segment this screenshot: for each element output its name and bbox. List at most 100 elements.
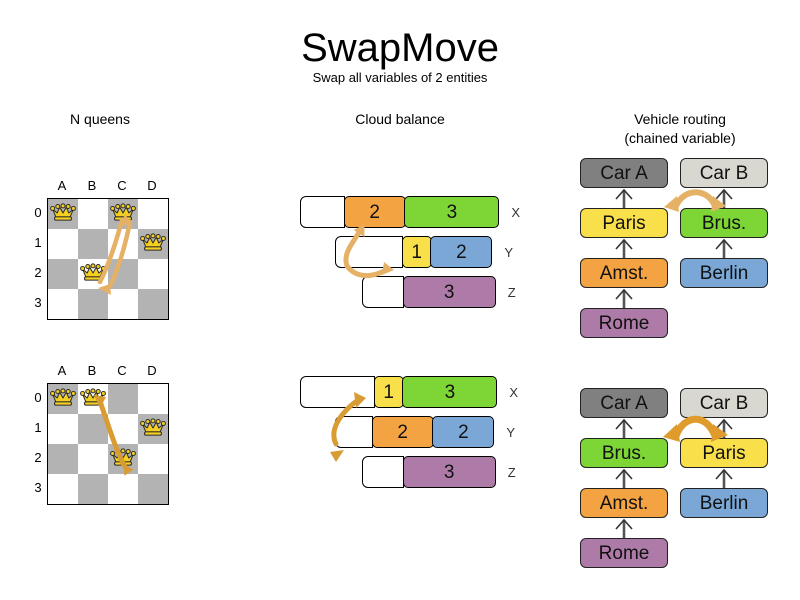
queen-icon (80, 263, 106, 281)
vehicle-chain-a: Car A Brus. Amst. Rome (580, 388, 668, 568)
vehicle-node-car-a[interactable]: Car A (580, 158, 668, 188)
chain-link (580, 188, 668, 208)
board-cell-B2[interactable] (78, 444, 108, 474)
board-cell-D2[interactable] (138, 444, 168, 474)
board-cell-B3[interactable] (78, 289, 108, 319)
chain-arrow-icon (615, 468, 633, 488)
board-cell-A0[interactable] (48, 384, 78, 414)
cloud-process-3[interactable]: 3 (402, 456, 496, 488)
chain-arrow-icon (615, 238, 633, 258)
board-cell-A2[interactable] (48, 259, 78, 289)
queen-icon (110, 203, 136, 221)
file-label-d: D (147, 178, 157, 193)
cloud-process-3[interactable]: 3 (404, 196, 500, 228)
cloud-capacity-free (300, 196, 345, 228)
chain-arrow-icon (615, 188, 633, 208)
board-row (48, 259, 168, 289)
board-cell-B2[interactable] (78, 259, 108, 289)
chain-link (680, 468, 768, 488)
queen-piece[interactable] (140, 416, 166, 442)
cloud-computer-label-y: Y (506, 424, 516, 440)
queen-piece[interactable] (50, 201, 76, 227)
board-cell-D1[interactable] (138, 414, 168, 444)
customer-node-brus[interactable]: Brus. (680, 208, 768, 238)
cloud-bar[interactable]: 3 (362, 276, 496, 308)
chessboard-after[interactable] (47, 383, 169, 505)
board-cell-A3[interactable] (48, 289, 78, 319)
cloud-process-2[interactable]: 2 (432, 416, 495, 448)
board-cell-A2[interactable] (48, 444, 78, 474)
board-cell-B3[interactable] (78, 474, 108, 504)
vehicle-node-car-b[interactable]: Car B (680, 388, 768, 418)
vehicle-node-car-a[interactable]: Car A (580, 388, 668, 418)
cloud-process-2[interactable]: 2 (430, 236, 493, 268)
file-label-c: C (117, 178, 127, 193)
cloud-capacity-free (335, 416, 373, 448)
board-cell-B1[interactable] (78, 414, 108, 444)
rank-label-1: 1 (34, 235, 42, 250)
customer-node-paris[interactable]: Paris (580, 208, 668, 238)
board-cell-C3[interactable] (108, 474, 138, 504)
board-cell-A1[interactable] (48, 229, 78, 259)
page-subtitle: Swap all variables of 2 entities (312, 70, 488, 85)
customer-node-rome[interactable]: Rome (580, 538, 668, 568)
vehicle-node-car-b[interactable]: Car B (680, 158, 768, 188)
board-cell-D0[interactable] (138, 199, 168, 229)
chain-arrow-icon (615, 518, 633, 538)
board-cell-D0[interactable] (138, 384, 168, 414)
customer-node-berlin[interactable]: Berlin (680, 258, 768, 288)
cloud-process-1[interactable]: 1 (401, 236, 432, 268)
chain-arrow-icon (715, 238, 733, 258)
cloud-process-2[interactable]: 2 (343, 196, 406, 228)
board-cell-B1[interactable] (78, 229, 108, 259)
swap-arrow-cloud-before (343, 224, 394, 278)
board-cell-D3[interactable] (138, 474, 168, 504)
chain-link (580, 238, 668, 258)
queen-piece[interactable] (80, 386, 106, 412)
cloud-computer-label-y: Y (504, 244, 514, 260)
cloud-process-3[interactable]: 3 (402, 276, 496, 308)
board-cell-D2[interactable] (138, 259, 168, 289)
swap-arrow-vrp-after (663, 415, 728, 442)
board-cell-A0[interactable] (48, 199, 78, 229)
column-header-n-queens: N queens (70, 111, 130, 127)
queen-piece[interactable] (110, 201, 136, 227)
queen-piece[interactable] (50, 386, 76, 412)
cloud-computer-label-x: X (509, 384, 519, 400)
customer-node-paris[interactable]: Paris (680, 438, 768, 468)
queen-piece[interactable] (140, 231, 166, 257)
board-row (48, 289, 168, 319)
board-cell-C3[interactable] (108, 289, 138, 319)
board-row (48, 384, 168, 414)
chessboard-before[interactable] (47, 198, 169, 320)
board-cell-B0[interactable] (78, 199, 108, 229)
customer-node-brus[interactable]: Brus. (580, 438, 668, 468)
customer-node-amst[interactable]: Amst. (580, 488, 668, 518)
customer-node-berlin[interactable]: Berlin (680, 488, 768, 518)
cloud-bar[interactable]: 3 (362, 456, 496, 488)
cloud-process-3[interactable]: 3 (402, 376, 498, 408)
board-cell-A3[interactable] (48, 474, 78, 504)
cloud-process-2[interactable]: 2 (371, 416, 434, 448)
cloud-computer-label-x: X (511, 204, 521, 220)
board-cell-D1[interactable] (138, 229, 168, 259)
swap-arrow-vrp-before (664, 189, 726, 212)
board-cell-A1[interactable] (48, 414, 78, 444)
column-header-vehicle-routing: Vehicle routing (chained variable) (590, 110, 770, 148)
customer-node-rome[interactable]: Rome (580, 308, 668, 338)
queen-piece[interactable] (80, 261, 106, 287)
board-cell-D3[interactable] (138, 289, 168, 319)
customer-node-amst[interactable]: Amst. (580, 258, 668, 288)
board-cell-C0[interactable] (108, 384, 138, 414)
